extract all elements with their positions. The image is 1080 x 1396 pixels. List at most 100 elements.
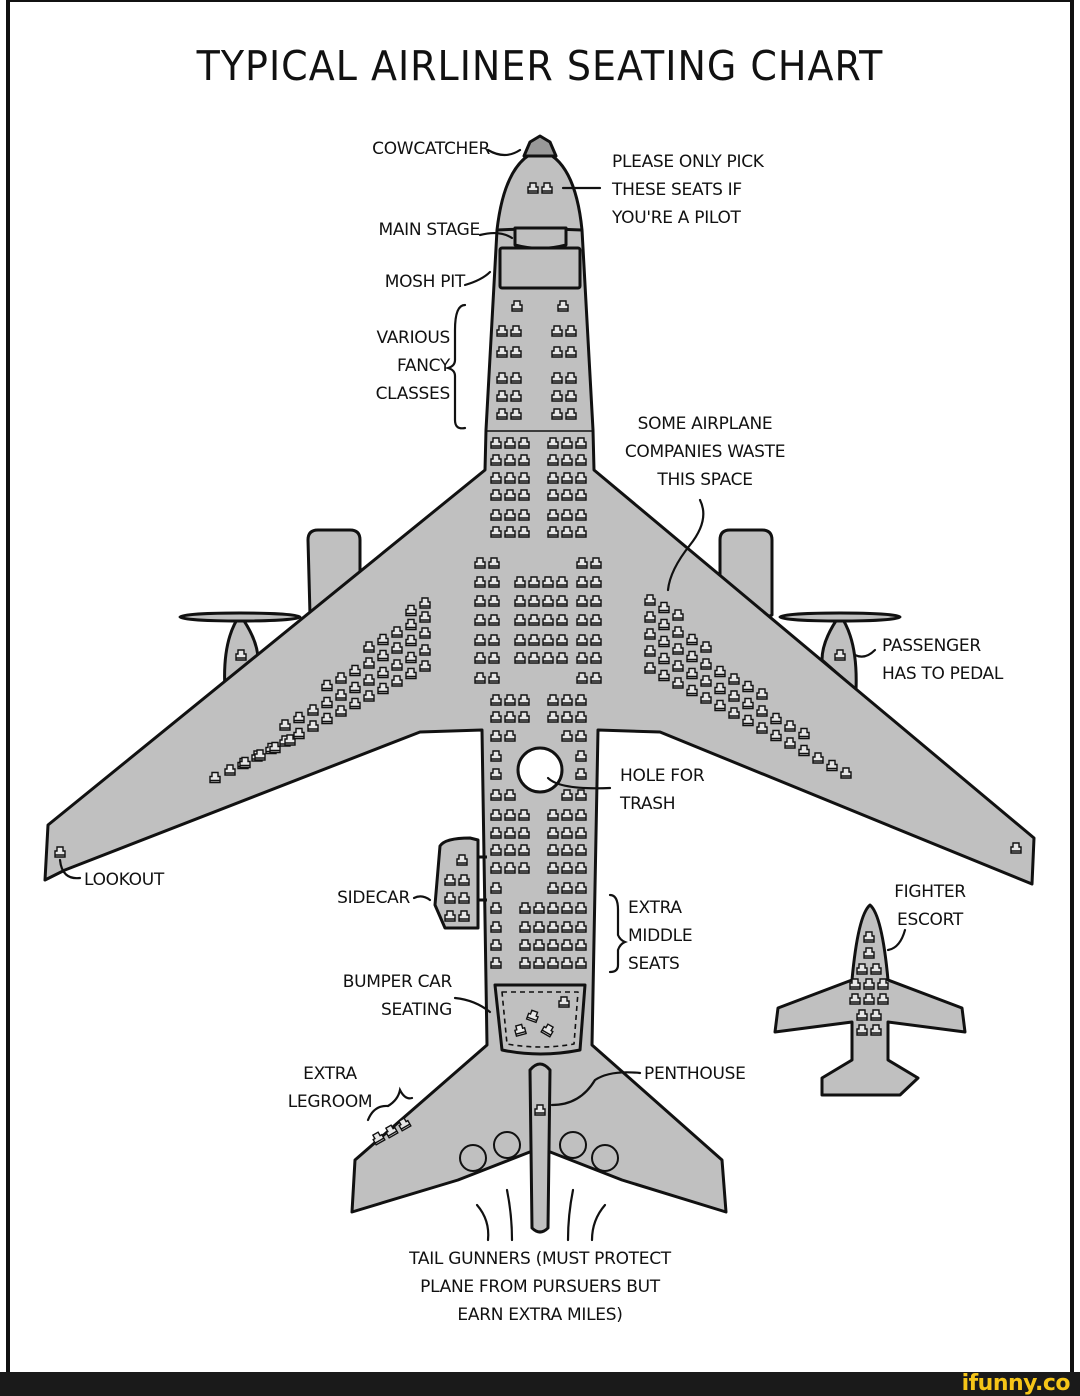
seat-icon (575, 789, 587, 801)
seat-icon (547, 844, 559, 856)
seat-icon (527, 182, 539, 194)
seat-icon (561, 711, 573, 723)
seat-icon (561, 809, 573, 821)
seat-icon (756, 688, 768, 700)
seat-icon (856, 1024, 868, 1036)
seat-icon (490, 694, 502, 706)
seat-icon (561, 437, 573, 449)
seat-icon (590, 576, 602, 588)
seat-icon (700, 641, 712, 653)
seat-icon (504, 827, 516, 839)
seat-icon (742, 714, 754, 727)
seat-icon (528, 576, 540, 588)
label-extra-legroom: EXTRA LEGROOM (287, 1064, 373, 1112)
seat-icon (565, 390, 577, 402)
seat-icon (490, 844, 502, 856)
seat-icon (575, 472, 587, 484)
seat-icon (644, 611, 656, 623)
seat-icon (490, 827, 502, 839)
seat-icon (561, 844, 573, 856)
seat-icon (728, 707, 740, 719)
seat-icon (541, 182, 553, 194)
seat-icon (742, 680, 754, 693)
seat-icon (644, 628, 656, 640)
seat-icon (458, 874, 470, 886)
label-fancy-classes: VARIOUS FANCY CLASSES (375, 328, 451, 404)
seat-icon (728, 690, 740, 702)
seat-icon (533, 902, 545, 914)
seat-icon (504, 694, 516, 706)
label-sidecar: SIDECAR (337, 888, 410, 908)
seat-icon (254, 749, 266, 761)
seat-icon (533, 939, 545, 951)
seat-icon (518, 694, 530, 706)
seat-icon (224, 764, 236, 776)
seat-icon (547, 809, 559, 821)
seat-icon (397, 1117, 412, 1132)
seat-icon (686, 684, 698, 697)
seat-icon (576, 614, 588, 626)
seat-icon (561, 509, 573, 521)
seat-icon (458, 910, 470, 922)
seat-icon (419, 611, 431, 623)
seat-icon (658, 652, 670, 665)
seat-icon (561, 472, 573, 484)
seat-icon (307, 704, 319, 716)
seat-icon (863, 993, 875, 1005)
seat-icon (377, 682, 389, 695)
seat-icon (575, 957, 587, 969)
seat-icon (519, 921, 531, 933)
seat-icon (534, 1104, 546, 1116)
seat-icon (551, 372, 563, 384)
seat-icon (518, 489, 530, 501)
seat-icon (490, 750, 502, 762)
seat-icon (672, 643, 684, 655)
seat-icon (877, 993, 889, 1005)
seat-icon (293, 711, 305, 724)
seat-icon (363, 690, 375, 702)
seat-icon (686, 650, 698, 663)
seat-icon (575, 711, 587, 723)
seat-icon (321, 696, 333, 709)
seat-icon (547, 862, 559, 874)
seat-icon (335, 705, 347, 717)
seat-icon (644, 594, 656, 606)
seat-icon (371, 1131, 386, 1146)
seat-icon (863, 978, 875, 990)
seat-icon (700, 692, 712, 704)
seat-icon (756, 705, 768, 717)
seat-icon (561, 827, 573, 839)
seat-icon (561, 730, 573, 742)
seat-icon (590, 634, 602, 646)
seat-icon (686, 633, 698, 646)
seat-icon (575, 437, 587, 449)
seat-icon (349, 697, 361, 710)
label-mosh-pit: MOSH PIT (384, 272, 466, 292)
seat-icon (405, 667, 417, 680)
seat-icon (834, 649, 846, 661)
seat-icon (575, 827, 587, 839)
seat-icon (488, 634, 500, 646)
seat-icon (474, 557, 486, 569)
seat-icon (510, 408, 522, 420)
seat-icon (547, 437, 559, 449)
footer-bar: ifunny.co (0, 1371, 1080, 1396)
seat-icon (363, 657, 375, 669)
seat-icon (377, 666, 389, 679)
seat-icon (511, 300, 523, 312)
seat-icon (547, 939, 559, 951)
seat-icon (714, 682, 726, 695)
seat-icon (504, 472, 516, 484)
seat-icon (575, 844, 587, 856)
seat-icon (293, 727, 305, 740)
seat-icon (504, 809, 516, 821)
seat-icon (518, 472, 530, 484)
seat-icon (658, 635, 670, 648)
seat-icon (784, 720, 796, 732)
seat-icon (504, 526, 516, 538)
seat-icon (504, 844, 516, 856)
seat-icon (307, 720, 319, 732)
seat-icon (547, 921, 559, 933)
seat-icon (335, 689, 347, 701)
seat-icon (504, 789, 516, 801)
